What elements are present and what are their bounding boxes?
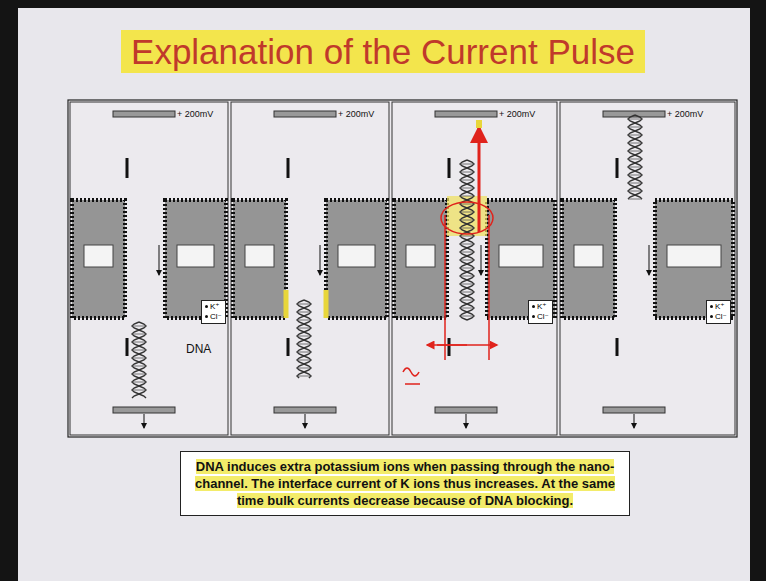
ion-dot xyxy=(532,315,535,318)
current-arrow xyxy=(466,414,467,428)
highlight xyxy=(476,120,482,128)
channel-electrode xyxy=(406,245,435,267)
ion-row: K⁺ xyxy=(710,302,727,312)
channel-electrode xyxy=(245,245,274,267)
ion-name: Cl⁻ xyxy=(715,312,727,321)
membrane-block xyxy=(72,200,125,318)
panel-frame xyxy=(231,102,389,435)
handwritten-arrow xyxy=(427,344,467,346)
ion-name: K⁺ xyxy=(210,302,220,311)
ion-arrow xyxy=(126,158,129,178)
channel-electrode xyxy=(177,245,214,267)
ion-key-box: K⁺Cl⁻ xyxy=(201,300,226,324)
ion-name: Cl⁻ xyxy=(210,312,222,321)
ion-dot xyxy=(532,305,535,308)
ion-key-box: K⁺Cl⁻ xyxy=(528,300,553,324)
handwritten-arrow xyxy=(478,128,481,232)
voltage-label: + 200mV xyxy=(177,109,213,119)
bottom-electrode xyxy=(274,407,336,413)
dna-label: DNA xyxy=(186,342,211,356)
title-text: Explanation of the Current Pulse xyxy=(121,30,645,73)
ion-name: K⁺ xyxy=(715,302,725,311)
current-arrow xyxy=(481,245,482,275)
ion-row: Cl⁻ xyxy=(532,312,549,322)
ion-name: Cl⁻ xyxy=(537,312,549,321)
ion-key-box: K⁺Cl⁻ xyxy=(706,300,731,324)
ion-arrow xyxy=(448,158,451,178)
dna-helix-rungs xyxy=(297,304,311,376)
top-electrode xyxy=(435,111,497,117)
dna-helix xyxy=(297,300,311,378)
ion-dot xyxy=(205,315,208,318)
channel-electrode xyxy=(667,245,721,267)
ion-row: K⁺ xyxy=(205,302,222,312)
ion-arrow xyxy=(448,338,451,356)
ion-dot xyxy=(710,315,713,318)
current-arrow xyxy=(649,245,650,275)
ion-arrow xyxy=(616,338,619,356)
channel-electrode xyxy=(338,245,375,267)
current-arrow xyxy=(634,414,635,428)
current-arrow xyxy=(320,245,321,275)
voltage-label: + 200mV xyxy=(338,109,374,119)
caption-text: DNA induces extra potassium ions when pa… xyxy=(195,459,615,508)
ion-dot xyxy=(205,305,208,308)
dna-helix-rungs xyxy=(460,164,474,316)
ion-arrow xyxy=(126,338,129,356)
caption-box: DNA induces extra potassium ions when pa… xyxy=(180,451,630,516)
bottom-electrode xyxy=(603,407,665,413)
panel-frame xyxy=(560,102,735,435)
current-arrow xyxy=(159,245,160,275)
handwritten-line xyxy=(445,215,489,360)
dna-helix xyxy=(628,115,642,199)
panel-frame xyxy=(70,102,228,435)
dna-helix-rungs xyxy=(628,119,642,199)
current-arrow xyxy=(305,414,306,428)
dna-helix-rungs xyxy=(132,326,146,390)
membrane-block xyxy=(562,200,615,318)
bottom-electrode xyxy=(435,407,497,413)
top-electrode xyxy=(113,111,175,117)
ion-row: Cl⁻ xyxy=(710,312,727,322)
membrane-block xyxy=(326,200,387,318)
channel-electrode xyxy=(84,245,113,267)
current-arrow xyxy=(144,414,145,428)
membrane-block xyxy=(233,200,286,318)
ion-dot xyxy=(710,305,713,308)
ion-arrow xyxy=(287,338,290,356)
handwritten-circle xyxy=(441,202,493,234)
voltage-label: + 200mV xyxy=(499,109,535,119)
ion-row: Cl⁻ xyxy=(205,312,222,322)
diagram-frame xyxy=(68,100,737,437)
dna-helix xyxy=(460,160,474,320)
channel-electrode xyxy=(499,245,543,267)
bottom-electrode xyxy=(113,407,175,413)
channel-electrode xyxy=(574,245,603,267)
panel-frame xyxy=(392,102,557,435)
voltage-label: + 200mV xyxy=(667,109,703,119)
ion-arrow xyxy=(616,158,619,178)
ion-row: K⁺ xyxy=(532,302,549,312)
ion-name: K⁺ xyxy=(537,302,547,311)
dna-helix xyxy=(132,322,146,398)
membrane-block xyxy=(394,200,447,318)
handwritten-mark xyxy=(403,368,420,384)
top-electrode xyxy=(274,111,336,117)
ion-arrow xyxy=(287,158,290,178)
slide-title: Explanation of the Current Pulse xyxy=(0,32,766,72)
